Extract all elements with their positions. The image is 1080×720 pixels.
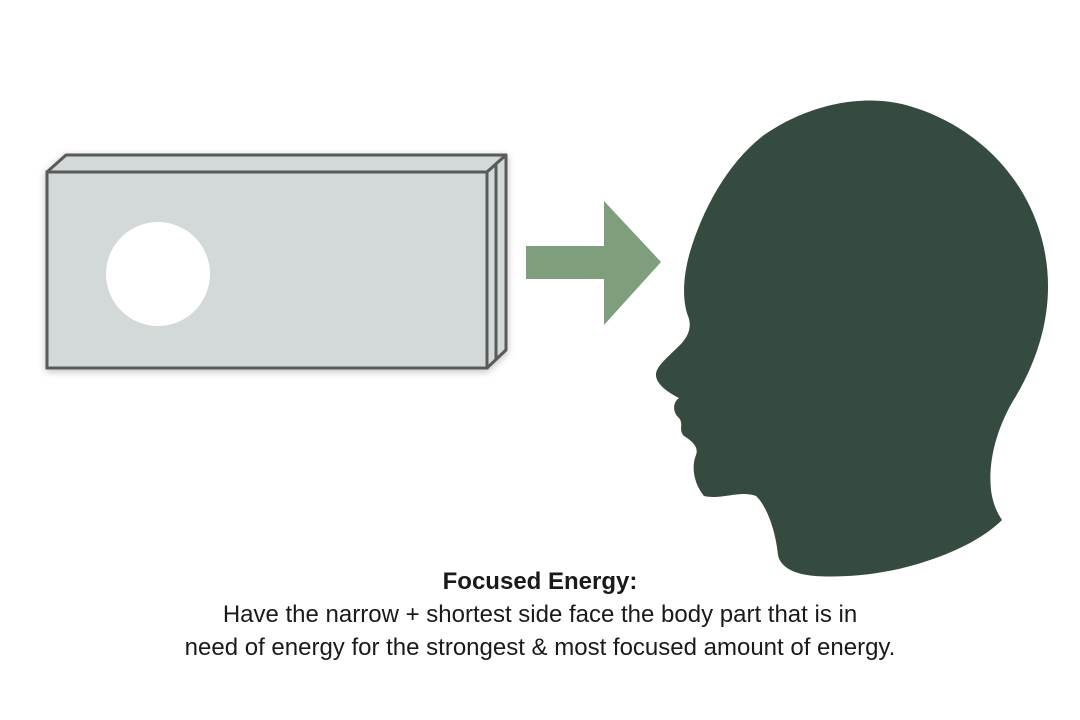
crystal-slab-icon [45,153,508,370]
arrow-right-icon [526,201,661,325]
human-head-profile-icon [655,100,1049,577]
crystal-hole [106,222,210,326]
caption-line-2: need of energy for the strongest & most … [184,634,896,661]
caption-line-1: Have the narrow + shortest side face the… [222,601,858,628]
crystal-top-face [45,153,508,174]
caption-title: Focused Energy: [442,568,638,595]
caption: Focused Energy: Have the narrow + shorte… [0,566,1080,664]
